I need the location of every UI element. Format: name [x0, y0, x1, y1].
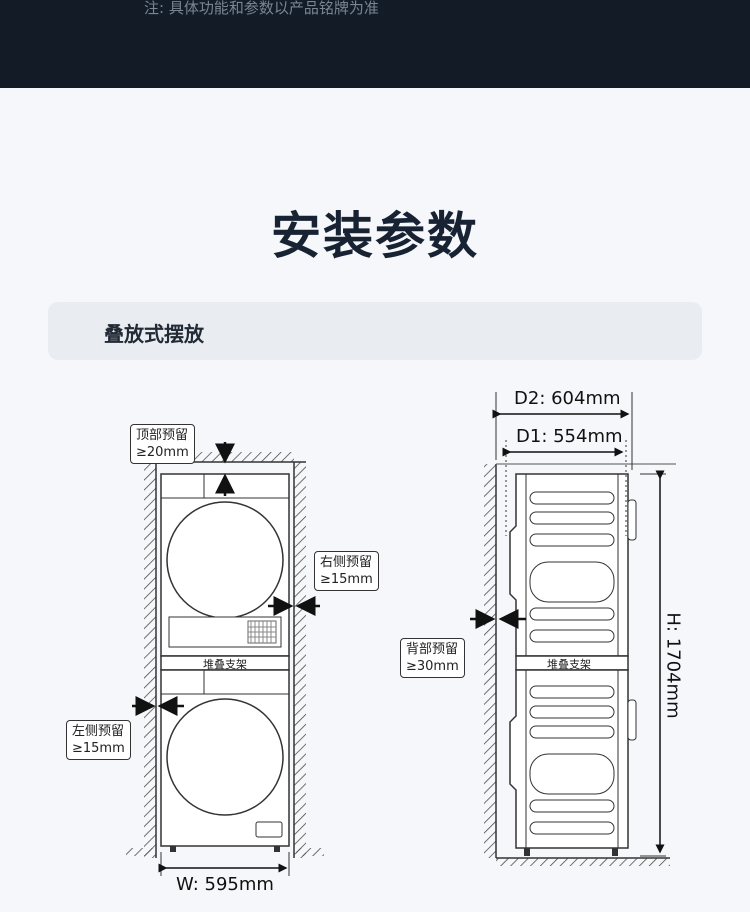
page-title: 安装参数: [271, 207, 479, 265]
side-bracket-label: 堆叠支架: [547, 658, 591, 671]
front-view: [126, 442, 324, 876]
floor: [496, 858, 670, 866]
left-clearance-callout: 左侧预留 ≥15mm: [66, 720, 131, 760]
washer-door: [166, 698, 284, 816]
back-clearance-callout: 背部预留 ≥30mm: [400, 638, 465, 678]
height-label: H: 1704mm: [662, 612, 684, 719]
top-clearance-callout: 顶部预留 ≥20mm: [130, 424, 195, 464]
section-label: 叠放式摆放: [104, 322, 204, 346]
front-bracket-label: 堆叠支架: [203, 658, 247, 671]
width-label: W: 595mm: [176, 874, 274, 895]
side-view: [470, 392, 676, 866]
dryer-door: [166, 501, 284, 619]
top-banner: 注: 具体功能和参数以产品铭牌为准: [0, 0, 750, 88]
right-clearance-callout: 右侧预留 ≥15mm: [314, 551, 379, 591]
disclaimer-note: 注: 具体功能和参数以产品铭牌为准: [144, 0, 379, 17]
section-header: 叠放式摆放: [48, 302, 702, 360]
right-wall: [294, 462, 306, 858]
d1-label: D1: 554mm: [516, 426, 623, 447]
d2-label: D2: 604mm: [514, 388, 621, 409]
left-wall: [144, 462, 156, 858]
back-wall: [484, 464, 496, 858]
